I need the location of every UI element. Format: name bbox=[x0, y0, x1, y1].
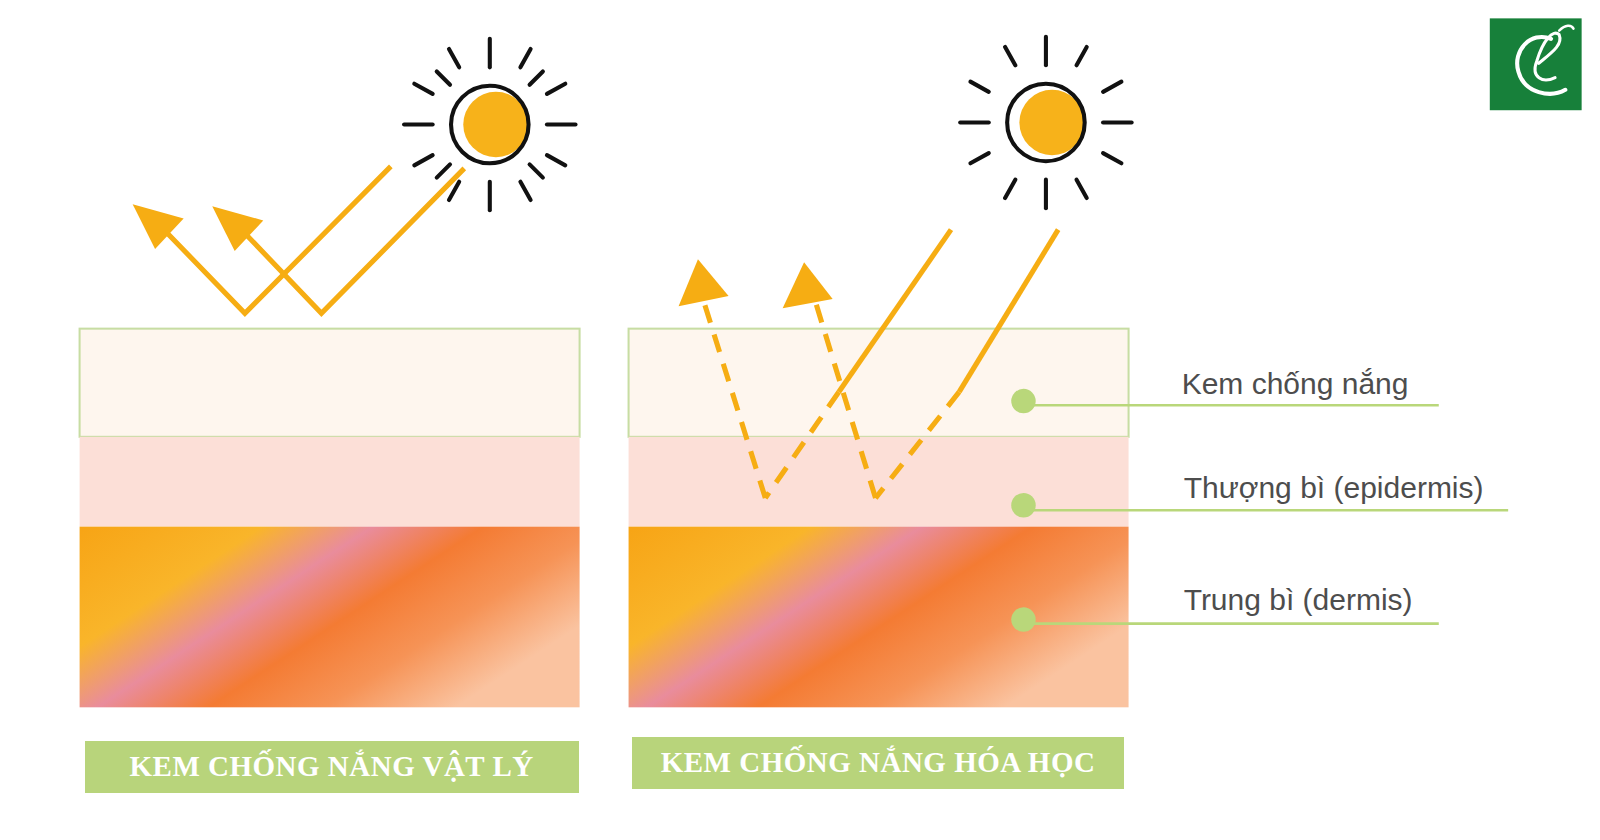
layer-label: Trung bì (dermis) bbox=[1184, 582, 1413, 618]
absorbed-rays bbox=[702, 230, 1058, 498]
skin-layers-left bbox=[80, 329, 580, 708]
reflected-rays bbox=[153, 166, 464, 313]
leader-dots bbox=[1011, 389, 1035, 632]
caption-bar: KEM CHỐNG NẮNG HÓA HỌC bbox=[632, 737, 1125, 789]
skin-layers-right bbox=[629, 329, 1129, 708]
layer-label: Thượng bì (epidermis) bbox=[1184, 470, 1484, 506]
caption-text: KEM CHỐNG NẮNG VẬT LÝ bbox=[130, 750, 534, 783]
leader-lines bbox=[1023, 405, 1508, 623]
caption-bar: KEM CHỐNG NẮNG VẬT LÝ bbox=[85, 741, 579, 793]
caption-text: KEM CHỐNG NẮNG HÓA HỌC bbox=[661, 746, 1096, 779]
sun-right bbox=[960, 37, 1131, 208]
sun-left bbox=[404, 39, 575, 210]
layer-label: Kem chống nắng bbox=[1182, 366, 1409, 402]
brand-logo bbox=[1490, 18, 1582, 110]
